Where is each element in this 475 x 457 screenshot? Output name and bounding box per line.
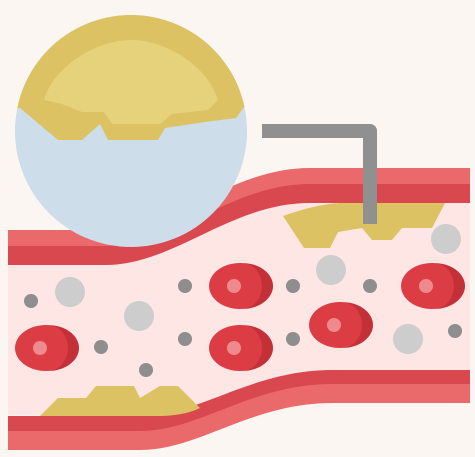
platelet-icon: [286, 332, 300, 346]
platelet-icon: [24, 294, 38, 308]
platelet-icon: [94, 340, 108, 354]
platelet-icon: [431, 224, 461, 254]
red-blood-cell-icon: [15, 325, 79, 371]
platelet-icon: [448, 324, 462, 338]
platelet-icon: [139, 363, 153, 377]
red-blood-cell-icon: [401, 263, 465, 309]
platelet-icon: [393, 324, 423, 354]
red-blood-cell-icon: [209, 263, 273, 309]
red-blood-cell-icon: [209, 325, 273, 371]
platelet-icon: [316, 255, 346, 285]
platelet-icon: [178, 332, 192, 346]
platelet-icon: [178, 279, 192, 293]
platelet-icon: [124, 301, 154, 331]
red-blood-cell-icon: [309, 302, 373, 348]
platelet-icon: [363, 279, 377, 293]
platelet-icon: [286, 279, 300, 293]
platelet-icon: [55, 277, 85, 307]
